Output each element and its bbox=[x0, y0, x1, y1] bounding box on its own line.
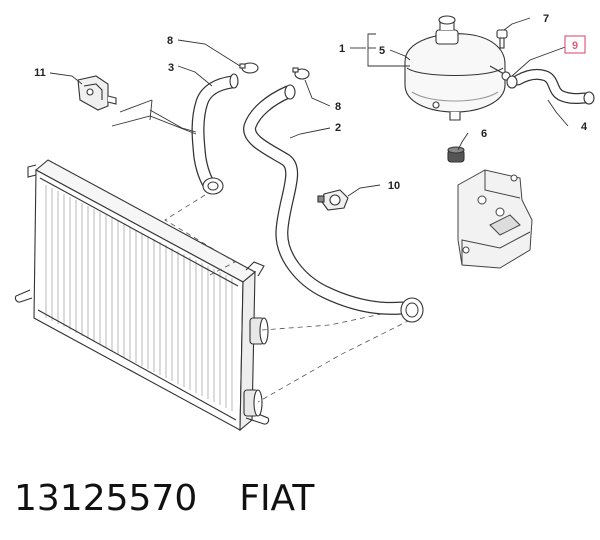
hose-2 bbox=[243, 84, 424, 323]
bolt-7 bbox=[496, 29, 508, 49]
callout-8-right: 8 bbox=[335, 101, 341, 113]
callout-1: 1 bbox=[339, 43, 345, 55]
hose-4 bbox=[506, 68, 595, 105]
callout-11: 11 bbox=[34, 67, 46, 79]
radiator-lower-outlet bbox=[243, 389, 263, 417]
clamp-10 bbox=[317, 189, 349, 211]
callout-5: 5 bbox=[379, 45, 385, 57]
bottom-caption: 13125570 FIAT bbox=[14, 470, 314, 526]
radiator bbox=[14, 159, 270, 432]
brand-name: FIAT bbox=[239, 477, 315, 519]
highlight-box-9 bbox=[564, 35, 586, 54]
part-number: 13125570 bbox=[14, 477, 198, 519]
callout-7: 7 bbox=[543, 13, 549, 25]
plug-6 bbox=[447, 146, 465, 163]
callout-3: 3 bbox=[168, 62, 174, 74]
bracket-11 bbox=[77, 75, 117, 111]
expansion-tank bbox=[404, 15, 511, 121]
radiator-core bbox=[45, 185, 233, 411]
callout-10: 10 bbox=[388, 180, 400, 192]
clamp-8-left bbox=[239, 62, 259, 74]
callout-2: 2 bbox=[335, 122, 341, 134]
coolant-system-diagram: 1 2 3 4 5 6 7 8 8 9 10 11 bbox=[14, 13, 595, 432]
radiator-upper-inlet bbox=[249, 317, 269, 345]
callout-8-top: 8 bbox=[167, 35, 173, 47]
clamp-8-right bbox=[292, 67, 310, 80]
leader-lines bbox=[49, 17, 569, 197]
connection-guides bbox=[164, 194, 411, 403]
engine-mount-bracket bbox=[457, 169, 533, 269]
hose-3 bbox=[191, 73, 239, 195]
callout-6: 6 bbox=[481, 128, 487, 140]
callout-4: 4 bbox=[581, 121, 588, 133]
callout-9: 9 bbox=[572, 40, 578, 52]
